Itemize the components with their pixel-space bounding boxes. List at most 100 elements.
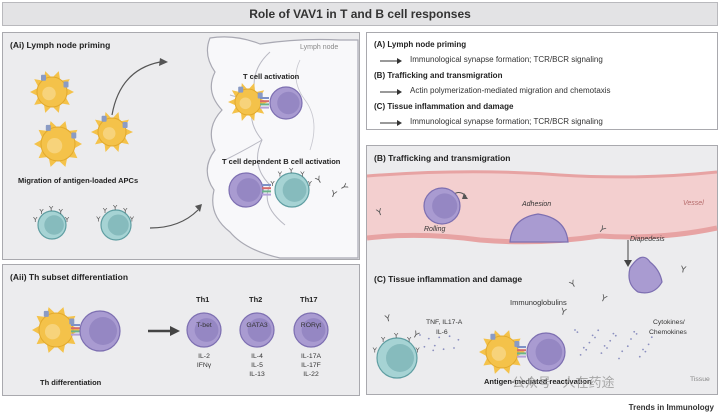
summary-detail-c: Immunological synapse formation; TCR/BCR… <box>410 117 603 126</box>
svg-text:Y: Y <box>129 215 135 223</box>
svg-text:Y: Y <box>95 215 101 223</box>
vessel-antibody-1: Y <box>375 207 385 219</box>
t-activation-synapse <box>260 97 269 109</box>
tissue-antibody-5: Y <box>558 307 567 318</box>
th1-cytokine-1: IL-2 <box>198 353 210 360</box>
migration-label: Migration of antigen-loaded APCs <box>18 176 139 185</box>
figure-title: Role of VAV1 in T and B cell responses <box>2 2 718 26</box>
th1-cytokine-2: IFNγ <box>196 362 212 369</box>
svg-text:Y: Y <box>102 207 108 215</box>
watermark-text: 公众号 · 人在药途 <box>512 375 615 390</box>
th2-cytokine-1: IL-4 <box>251 353 263 360</box>
cytokine-dots-left <box>419 334 460 352</box>
reactivation-label: Antigen-mediated reactivation <box>484 377 592 386</box>
apc-cell-1 <box>30 71 74 113</box>
heading-th-differentiation: (Aii) Th subset differentiation <box>10 272 129 282</box>
summary-detail-a: Immunological synapse formation; TCR/BCR… <box>410 55 603 64</box>
tb-t-cell <box>228 172 264 208</box>
th17-cell <box>293 312 329 348</box>
svg-text:Y: Y <box>32 216 38 224</box>
tb-antibody-2: Y <box>328 189 338 201</box>
summary-heading-c: (C) Tissue inflammation and damage <box>374 102 514 111</box>
svg-text:Y: Y <box>122 207 128 215</box>
th-diff-label: Th differentiation <box>40 378 102 387</box>
cytokines-label: Cytokines/ <box>653 319 685 326</box>
chemokines-label: Chemokines <box>649 329 687 336</box>
th17-factor: RORγt <box>300 322 322 329</box>
tissue-label: Tissue <box>690 376 710 383</box>
svg-text:Y: Y <box>288 167 294 175</box>
th1-name: Th1 <box>196 295 210 304</box>
tb-antibody-3: Y <box>337 182 349 193</box>
tissue-antibody-2: Y <box>598 293 609 305</box>
rolling-label: Rolling <box>424 226 446 233</box>
diapedesis-t-cell <box>628 256 663 294</box>
vessel-antibody-3: Y <box>678 265 687 276</box>
th1-cell <box>186 312 222 348</box>
tissue-antibody-1: Y <box>568 279 579 291</box>
tb-antibody-1: Y <box>314 175 325 187</box>
t-cell-activation-label: T cell activation <box>243 72 300 81</box>
diapedesis-label: Diapedesis <box>630 236 665 243</box>
th-diff-synapse <box>71 324 80 336</box>
svg-text:Y: Y <box>277 170 283 178</box>
svg-text:Y: Y <box>372 347 378 355</box>
apc-cell-2 <box>34 121 82 167</box>
heading-inflammation: (C) Tissue inflammation and damage <box>374 274 523 284</box>
vessel-label: Vessel <box>683 200 704 207</box>
th2-name: Th2 <box>249 295 263 304</box>
svg-text:Y: Y <box>414 347 420 355</box>
th2-cytokine-3: IL-13 <box>249 371 265 378</box>
tnf-label: TNF, IL17-A <box>426 319 463 326</box>
svg-text:Y: Y <box>406 336 412 344</box>
th2-cell <box>239 312 275 348</box>
immunoglobulins-label: Immunoglobulins <box>510 298 567 307</box>
tissue-apc <box>479 330 525 374</box>
svg-text:Y: Y <box>307 180 313 188</box>
th17-cytokine-2: IL-17F <box>301 362 321 369</box>
cytokine-dots-right <box>574 329 653 360</box>
th2-factor: GATA3 <box>246 322 268 329</box>
il6-label: IL-6 <box>436 329 448 336</box>
vessel-antibody-2: Y <box>595 224 607 236</box>
tb-activation-label: T cell dependent B cell activation <box>222 157 341 166</box>
migration-arrow-bottom <box>149 209 199 229</box>
tb-synapse <box>262 184 271 196</box>
th-diff-t-cell <box>79 310 121 352</box>
th2-cytokine-2: IL-5 <box>251 362 263 369</box>
svg-text:Y: Y <box>112 204 118 212</box>
tissue-t-cell <box>526 332 566 372</box>
summary-arrow-b <box>380 89 402 95</box>
svg-text:Y: Y <box>380 336 386 344</box>
summary-detail-b: Actin polymerization-mediated migration … <box>410 86 611 95</box>
tissue-synapse <box>517 346 526 358</box>
journal-footer: Trends in Immunology <box>628 403 714 412</box>
apc-cell-3 <box>91 112 133 152</box>
heading-lymph-node-priming: (Ai) Lymph node priming <box>10 40 111 50</box>
heading-trafficking: (B) Trafficking and transmigration <box>374 153 511 163</box>
th17-cytokine-1: IL-17A <box>300 353 322 360</box>
th1-factor: T-bet <box>196 322 212 329</box>
svg-text:Y: Y <box>64 216 70 224</box>
panel-summary <box>366 32 718 130</box>
adhesion-label: Adhesion <box>522 201 552 208</box>
summary-arrow-c <box>380 120 402 126</box>
vessel-wall <box>367 171 717 242</box>
th-diff-arrow <box>148 326 180 336</box>
tissue-antibody-3: Y <box>383 314 392 325</box>
svg-text:Y: Y <box>58 208 64 216</box>
th17-cytokine-3: IL-22 <box>303 371 319 378</box>
tissue-antibody-4: Y <box>410 329 421 341</box>
lymph-node-label: Lymph node <box>300 44 339 51</box>
summary-heading-b: (B) Trafficking and transmigration <box>374 71 503 80</box>
svg-text:Y: Y <box>299 170 305 178</box>
svg-text:Y: Y <box>48 205 54 213</box>
